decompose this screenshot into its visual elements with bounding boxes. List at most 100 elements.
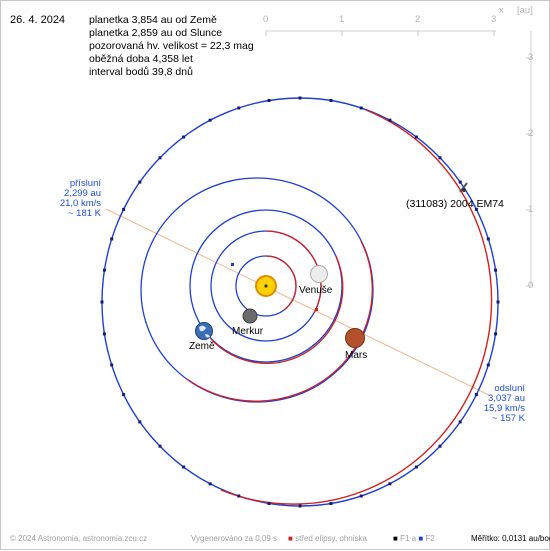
f1-label: F1 a <box>400 534 417 543</box>
orbit-point <box>486 237 490 241</box>
orbit-point <box>182 135 186 139</box>
info-distance-sun: planetka 2,859 au od Slunce <box>89 27 223 39</box>
orbit-point <box>298 96 302 100</box>
asteroid-icon <box>459 182 468 193</box>
mercury-orbit-segment <box>265 255 297 311</box>
asteroid-orbit-segment <box>220 109 493 505</box>
orbit-point <box>182 465 186 469</box>
orbit-point <box>359 106 363 110</box>
aphelion-speed: 15,9 km/s <box>483 403 525 414</box>
orbit-point <box>298 504 302 508</box>
sun-core <box>264 284 268 288</box>
orbit-point <box>458 420 462 424</box>
date-label: 26. 4. 2024 <box>10 14 66 26</box>
orbit-point <box>474 393 478 397</box>
f2-label: F2 <box>425 534 435 543</box>
orbit-position-markers <box>100 96 500 508</box>
orbit-point <box>100 300 104 304</box>
orbit-point <box>110 363 114 367</box>
info-magnitude: pozorovaná hv. velikost = 22,3 mag <box>89 40 254 52</box>
orbit-point <box>494 268 498 272</box>
copyright: © 2024 Astronomia, astronomia.zcu.cz <box>10 534 148 543</box>
x-tick-2: 2 <box>415 14 421 25</box>
orbit-point <box>388 482 392 486</box>
y-tick-3: 3 <box>528 52 534 63</box>
orbit-point <box>458 180 462 184</box>
orbit-point <box>138 180 142 184</box>
y-tick-1: 1 <box>528 204 534 215</box>
orbit-point <box>237 106 241 110</box>
orbit-point <box>208 118 212 122</box>
y-tick-0: 0 <box>528 280 534 291</box>
orbit-point <box>438 444 442 448</box>
asteroid-label: (311083) 2004 EM74 <box>406 198 504 210</box>
info-period: oběžná doba 4,358 let <box>89 53 193 65</box>
mars-icon <box>345 328 365 348</box>
y-tick-2: 2 <box>528 128 534 139</box>
orbit-point <box>486 363 490 367</box>
scale-label: Měřítko: 0,0131 au/bod <box>471 534 550 543</box>
orbit-point <box>102 332 106 336</box>
f2-marker: ■ <box>418 534 424 543</box>
focus-marker <box>231 263 234 266</box>
orbit-point <box>237 494 241 498</box>
f1-marker: ■ <box>393 534 398 543</box>
perihelion-temperature: ~ 181 K <box>67 208 101 219</box>
earth-land <box>199 325 210 338</box>
orbit-point <box>110 237 114 241</box>
orbit-point <box>122 207 126 211</box>
generated-time: Vygenerováno za 0,09 s <box>191 534 277 543</box>
x-tick-0: 0 <box>263 14 269 25</box>
y-axis-ticks <box>526 57 531 287</box>
perihelion-title: přísluní <box>69 178 101 189</box>
orbit-point <box>494 332 498 336</box>
orbit-point <box>102 268 106 272</box>
orbit-point <box>329 99 333 102</box>
x-axis-label: x <box>499 5 504 16</box>
legend-foci: ■ F1 a ■ F2 <box>393 535 435 543</box>
orbit-point <box>138 420 142 424</box>
orbit-point <box>158 444 162 448</box>
mars-label: Mars <box>345 350 368 361</box>
mercury-label: Merkur <box>232 326 264 337</box>
x-tick-3: 3 <box>491 14 497 25</box>
orbit-point <box>329 502 333 505</box>
perihelion-distance: 2,299 au <box>64 188 101 199</box>
mars-orbit-segment <box>186 240 373 402</box>
orbit-point <box>496 300 500 304</box>
venus-label: Venuše <box>299 285 333 296</box>
mercury-icon <box>242 308 258 324</box>
orbit-point <box>414 135 418 139</box>
info-distance-earth: planetka 3,854 au od Země <box>89 14 217 26</box>
info-point-interval: interval bodů 39,8 dnů <box>89 66 193 78</box>
unit-label: [au] <box>517 5 533 16</box>
earth-orbit <box>189 209 343 363</box>
aphelion-temperature: ~ 157 K <box>491 413 525 424</box>
orbit-point <box>388 118 392 122</box>
apsidal-line <box>105 208 492 397</box>
venus-orbit-segment <box>265 230 322 314</box>
aphelion-title: odsluní <box>494 383 525 394</box>
center-legend-label: střed elipsy, ohniska <box>295 534 367 543</box>
orbit-point <box>414 465 418 469</box>
earth-label: Země <box>189 341 215 352</box>
x-axis-ticks <box>265 31 495 36</box>
x-tick-1: 1 <box>339 14 345 25</box>
orbit-point <box>474 207 478 211</box>
orbit-point <box>158 156 162 160</box>
orbit-point <box>267 99 271 102</box>
center-legend-marker: ■ <box>288 534 293 543</box>
aphelion-distance: 3,037 au <box>488 393 525 404</box>
earth-orbit-segment <box>210 255 344 365</box>
ellipse-center-marker <box>315 308 318 311</box>
orbit-point <box>122 393 126 397</box>
orbit-point <box>267 502 271 505</box>
venus-icon <box>310 265 328 283</box>
orbit-point <box>359 494 363 498</box>
orbit-point <box>208 482 212 486</box>
legend-center: ■ střed elipsy, ohniska <box>288 535 367 543</box>
perihelion-speed: 21,0 km/s <box>59 198 101 209</box>
orbit-point <box>438 156 442 160</box>
